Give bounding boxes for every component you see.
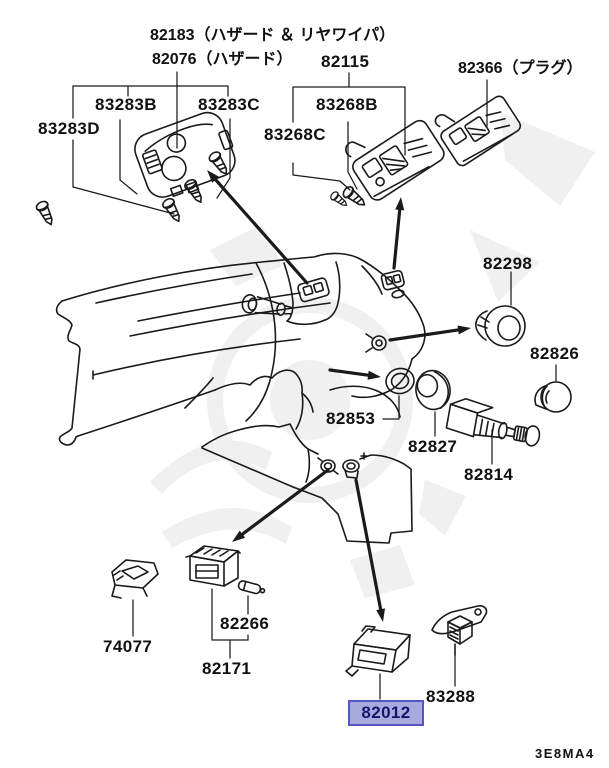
part-label-83283B[interactable]: 83283B (95, 95, 157, 114)
figure-code: 3E8MA4 (535, 746, 595, 761)
callout-leader-lines (72, 71, 557, 700)
pointer-arrows (207, 170, 471, 622)
part-label-83268C[interactable]: 83268C (264, 125, 326, 144)
part-label-82266[interactable]: 82266 (220, 614, 270, 633)
ring-82853-drawing (385, 367, 415, 395)
part-label-74077[interactable]: 74077 (103, 637, 153, 656)
knob-82826-drawing (534, 381, 572, 413)
switch-82171-drawing (185, 545, 241, 587)
part-label-82076[interactable]: 82076（ハザード） (152, 51, 293, 68)
part-label-82171[interactable]: 82171 (202, 659, 252, 678)
part-label-82366[interactable]: 82366（プラグ） (458, 60, 583, 77)
lighter-82814-drawing (445, 397, 541, 447)
lighter-socket-mount (241, 294, 294, 317)
bulb-82266-drawing (237, 580, 266, 595)
bulb-socket-mount (365, 333, 387, 353)
switch-82115-drawing (345, 119, 445, 201)
console-switch-mount (342, 459, 360, 479)
part-label-82814[interactable]: 82814 (464, 465, 514, 484)
switch-83288-drawing (431, 605, 488, 656)
background-watermark (150, 112, 595, 598)
part-label-83283D[interactable]: 83283D (38, 119, 100, 138)
bezel-82827-drawing (415, 369, 451, 411)
part-label-83268B[interactable]: 83268B (316, 95, 378, 114)
part-label-83283C[interactable]: 83283C (198, 95, 260, 114)
dashboard-drawing (55, 252, 426, 544)
part-label-82298[interactable]: 82298 (483, 254, 533, 273)
part-label-83288[interactable]: 83288 (426, 687, 476, 706)
grommet-82298-drawing (475, 305, 526, 347)
part-label-82183[interactable]: 82183（ハザード ＆ リヤワイパ） (150, 27, 396, 44)
part-label-82853[interactable]: 82853 (326, 409, 376, 428)
part-label-82826[interactable]: 82826 (530, 344, 580, 363)
switch-82366-drawing (434, 95, 522, 167)
part-label-82827[interactable]: 82827 (408, 437, 458, 456)
part-label-82012[interactable]: 82012 (348, 700, 424, 726)
part-label-82115[interactable]: 82115 (321, 52, 370, 71)
clip-74077-drawing (111, 559, 159, 599)
switch-82012-drawing (345, 625, 411, 677)
